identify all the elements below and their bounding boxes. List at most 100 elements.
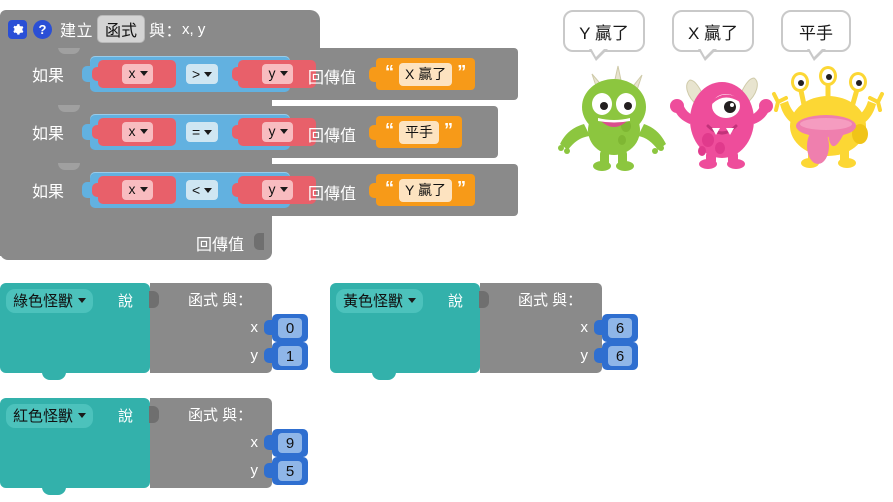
number-field-x-red[interactable]: 9: [278, 433, 302, 453]
variable-dropdown-y-2[interactable]: y: [261, 122, 293, 142]
sprite-name-green: 綠色怪獸: [13, 293, 74, 310]
function-block-body: ? 建立 函式 與： x, y 如果 x >: [0, 10, 555, 260]
comparison-block-1[interactable]: x > y: [82, 56, 316, 92]
variable-dropdown-x-3[interactable]: x: [121, 180, 153, 200]
function-name-field[interactable]: 函式: [97, 15, 146, 43]
speech-bubble-pink: X 贏了: [672, 10, 754, 61]
block-bump: [372, 372, 396, 380]
function-call-green[interactable]: 函式 與： x y: [149, 283, 272, 373]
operator-symbol-1: >: [192, 66, 201, 82]
call-title-red: 函式 與：: [188, 407, 253, 424]
chevron-down-icon[interactable]: [139, 129, 148, 134]
variable-dropdown-y-3[interactable]: y: [261, 180, 293, 200]
chevron-down-icon[interactable]: [279, 129, 288, 134]
value-socket[interactable]: [479, 291, 489, 308]
chevron-down-icon[interactable]: [408, 298, 417, 303]
if-row-2[interactable]: 如果 x = y: [18, 105, 498, 158]
chevron-down-icon[interactable]: [139, 187, 148, 192]
chevron-down-icon[interactable]: [204, 71, 213, 77]
if-row-1[interactable]: 如果 x > y: [18, 47, 518, 100]
if-row-3[interactable]: 如果 x < y: [18, 163, 518, 216]
green-monster-sprite: [552, 62, 670, 172]
function-call-yellow[interactable]: 函式 與： x y: [479, 283, 602, 373]
number-block-x-red[interactable]: 9: [264, 429, 308, 457]
chevron-down-icon[interactable]: [139, 71, 148, 76]
number-field-y-red[interactable]: 5: [278, 461, 302, 481]
variable-getter-x-2[interactable]: x: [92, 118, 176, 146]
text-block-1[interactable]: “ X 贏了 ”: [369, 58, 476, 90]
variable-getter-y-2[interactable]: y: [232, 118, 316, 146]
block-bump: [42, 372, 66, 380]
variable-getter-y-1[interactable]: y: [232, 60, 316, 88]
variable-name-y-3: y: [268, 181, 276, 198]
operator-dropdown-1[interactable]: >: [186, 64, 219, 84]
block-plug: [82, 66, 91, 82]
variable-getter-x-1[interactable]: x: [92, 60, 176, 88]
help-icon[interactable]: ?: [33, 19, 52, 39]
chevron-down-icon[interactable]: [279, 71, 288, 76]
chevron-down-icon[interactable]: [204, 187, 213, 193]
arg-label-x-red: x: [250, 434, 259, 451]
text-block-3[interactable]: “ Y 贏了 ”: [369, 174, 475, 206]
chevron-down-icon[interactable]: [279, 187, 288, 192]
text-field-3[interactable]: Y 贏了: [399, 178, 452, 202]
number-block-x-green[interactable]: 0: [264, 314, 308, 342]
chevron-down-icon[interactable]: [78, 413, 87, 418]
number-field-y-yellow[interactable]: 6: [608, 346, 632, 366]
variable-getter-y-3[interactable]: y: [232, 176, 316, 204]
chevron-down-icon[interactable]: [78, 298, 87, 303]
comparison-block-3[interactable]: x < y: [82, 172, 316, 208]
operator-dropdown-2[interactable]: =: [186, 122, 219, 142]
variable-name-x-1: x: [128, 65, 136, 82]
variable-name-x-3: x: [128, 181, 136, 198]
variable-dropdown-x-1[interactable]: x: [121, 64, 153, 84]
caller-block-yellow[interactable]: 黃色怪獸 說 函式 與： x y 6 6: [330, 283, 650, 380]
empty-value-socket[interactable]: [254, 233, 264, 250]
block-plug: [264, 463, 273, 478]
function-header-prefix: 建立: [60, 23, 94, 40]
number-block-y-green[interactable]: 1: [264, 342, 308, 370]
function-return-row[interactable]: 回傳值: [0, 226, 272, 256]
arg-label-y-red: y: [250, 462, 259, 479]
block-plug: [92, 183, 100, 197]
caller-block-red[interactable]: 紅色怪獸 說 函式 與： x y 9 5: [0, 398, 320, 495]
comparison-block-2[interactable]: x = y: [82, 114, 316, 150]
number-field-x-green[interactable]: 0: [278, 318, 302, 338]
function-block-header[interactable]: ? 建立 函式 與： x, y: [0, 10, 320, 48]
variable-dropdown-y-1[interactable]: y: [261, 64, 293, 84]
say-block-green[interactable]: 綠色怪獸 說: [0, 283, 150, 380]
text-field-1[interactable]: X 贏了: [399, 62, 453, 86]
operator-dropdown-3[interactable]: <: [186, 180, 219, 200]
number-block-x-yellow[interactable]: 6: [594, 314, 638, 342]
chevron-down-icon[interactable]: [204, 129, 213, 135]
variable-getter-x-3[interactable]: x: [92, 176, 176, 204]
number-field-x-yellow[interactable]: 6: [608, 318, 632, 338]
function-definition-block[interactable]: ? 建立 函式 與： x, y 如果 x >: [0, 10, 555, 260]
number-block-y-red[interactable]: 5: [264, 457, 308, 485]
arg-label-y-green: y: [250, 347, 259, 364]
sprite-dropdown-yellow[interactable]: 黃色怪獸: [336, 289, 424, 313]
variable-dropdown-x-2[interactable]: x: [121, 122, 153, 142]
quote-close-icon: ”: [457, 62, 467, 82]
variable-name-y-1: y: [268, 65, 276, 82]
sprite-dropdown-green[interactable]: 綠色怪獸: [6, 289, 94, 313]
caller-block-green[interactable]: 綠色怪獸 說 函式 與： x y 0 1: [0, 283, 320, 380]
gear-icon[interactable]: [8, 19, 27, 39]
number-block-y-yellow[interactable]: 6: [594, 342, 638, 370]
say-block-yellow[interactable]: 黃色怪獸 說: [330, 283, 480, 380]
say-block-red[interactable]: 紅色怪獸 說: [0, 398, 150, 495]
value-socket[interactable]: [149, 291, 159, 308]
function-call-red[interactable]: 函式 與： x y: [149, 398, 272, 488]
block-plug: [232, 183, 240, 197]
text-block-2[interactable]: “ 平手 ”: [369, 116, 462, 148]
if-label-2: 如果: [32, 126, 65, 143]
variable-name-y-2: y: [268, 123, 276, 140]
text-field-2[interactable]: 平手: [399, 120, 439, 144]
sprite-dropdown-red[interactable]: 紅色怪獸: [6, 404, 94, 428]
number-field-y-green[interactable]: 1: [278, 346, 302, 366]
block-plug: [264, 348, 273, 363]
value-socket[interactable]: [149, 406, 159, 423]
if-label-3: 如果: [32, 184, 65, 201]
function-return-label: 回傳值: [195, 237, 244, 254]
function-header-with: 與：: [149, 23, 183, 40]
